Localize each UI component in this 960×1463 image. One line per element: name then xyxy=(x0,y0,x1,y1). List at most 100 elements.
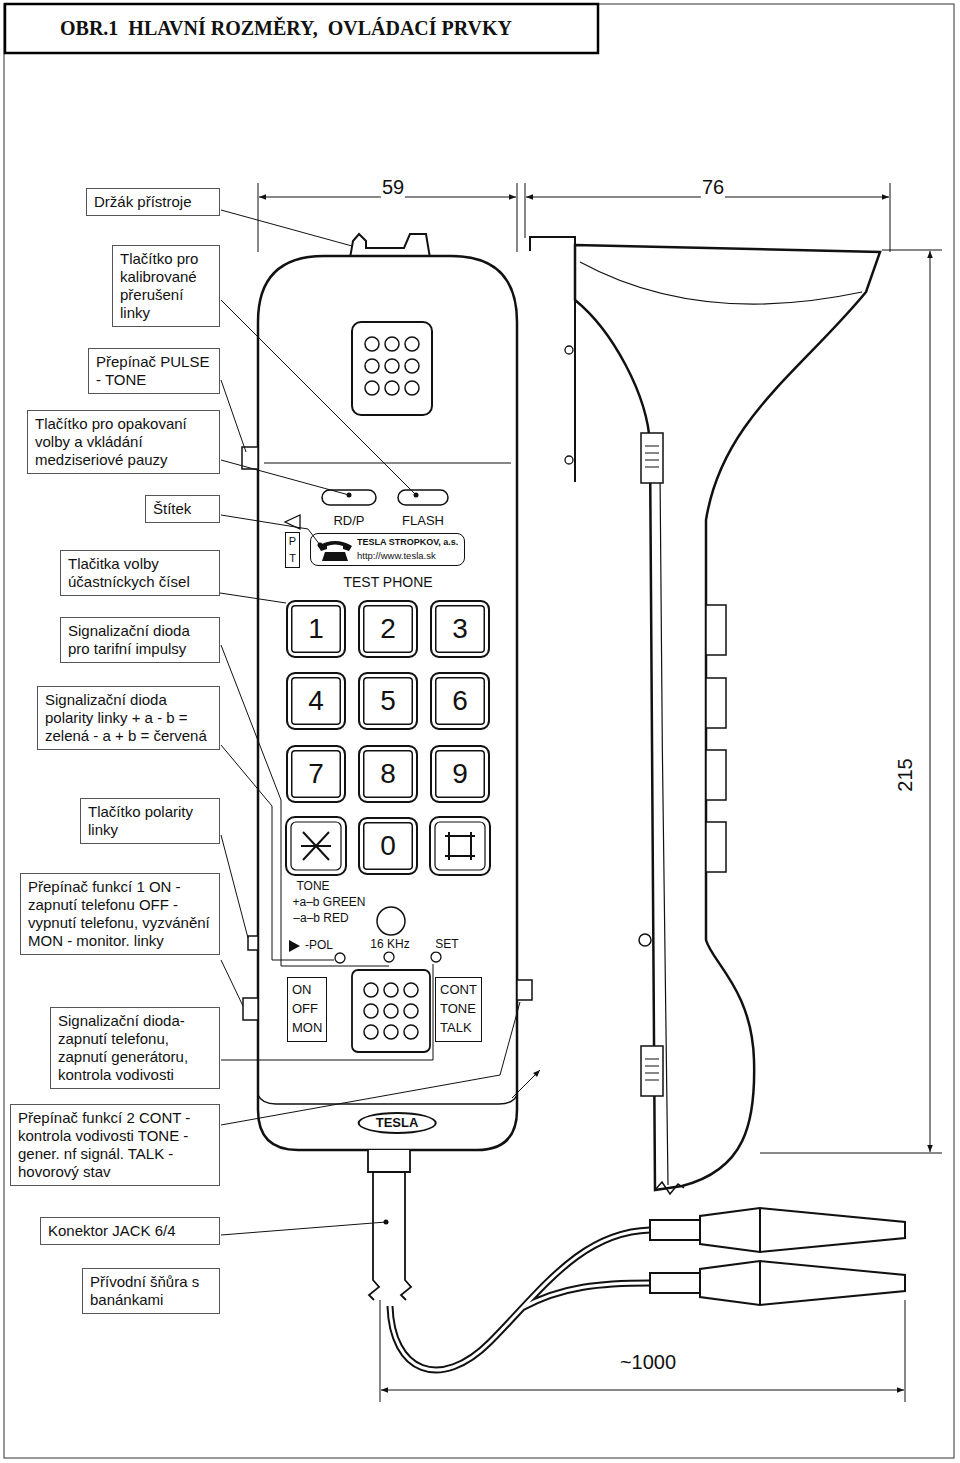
separator-line xyxy=(264,462,511,463)
keypad-key: 4 xyxy=(286,672,346,730)
break-mark xyxy=(655,1182,684,1194)
connectors xyxy=(220,593,286,603)
clip-bump xyxy=(565,346,573,354)
grille-hole xyxy=(364,1025,378,1039)
node-text: 1 xyxy=(308,613,324,645)
node-text: ON xyxy=(292,981,322,1000)
callout-box: Tlačítko polarity linky xyxy=(80,798,220,844)
dimension-value: 215 xyxy=(894,757,916,792)
slide-switch-marks xyxy=(645,446,659,467)
node-text: 6 xyxy=(452,685,468,717)
extension-line xyxy=(258,183,942,1402)
callout-box: Signalizační dioda polarity linky + a - … xyxy=(37,686,220,750)
slide-switch xyxy=(641,433,663,483)
panel-marking: FLASH xyxy=(401,514,445,528)
leader-dot xyxy=(414,493,419,498)
callout-box: Tlačítko pro opakovaní volby a vkládání … xyxy=(27,410,220,474)
node-text: TALK xyxy=(440,1019,477,1038)
grille-hole xyxy=(384,983,398,997)
callout-box: Signalizační dioda- zapnutí telefonu, za… xyxy=(50,1007,220,1089)
banana-plug xyxy=(650,1208,905,1252)
leader-connector xyxy=(220,593,286,603)
node-text: Přepínač PULSE - TONE xyxy=(96,353,212,389)
node-text: Tlačítko polarity linky xyxy=(88,803,212,839)
grille-hole xyxy=(364,983,378,997)
side-button xyxy=(639,934,651,946)
grille-hole xyxy=(365,337,379,351)
callout-box: Přívodní šňůra s banánkami xyxy=(82,1268,220,1314)
node-text: 9 xyxy=(452,758,468,790)
node-text: 5 xyxy=(380,685,396,717)
dimension-line xyxy=(381,1390,904,1391)
node-text: CONT xyxy=(440,981,477,1000)
small-led xyxy=(384,952,394,962)
leader-line xyxy=(221,835,248,938)
grille-hole xyxy=(404,1025,418,1039)
brand-badge: TESLA xyxy=(358,1112,437,1134)
node-text: http://www.tesla.sk xyxy=(357,550,458,562)
mic-grille xyxy=(352,970,430,1052)
panel-marking: -POL xyxy=(304,939,334,952)
leader-lines xyxy=(221,210,540,1235)
keypad-key: 6 xyxy=(430,672,490,730)
node-text: OFF xyxy=(292,1000,322,1019)
node-text: 4 xyxy=(308,685,324,717)
keypad-key: 3 xyxy=(430,600,490,658)
panel-marking: –a–b RED xyxy=(292,912,349,925)
small-led xyxy=(335,953,345,963)
grille-hole xyxy=(364,1004,378,1018)
holder-clip xyxy=(530,237,575,482)
grille-hole xyxy=(365,381,379,395)
hash-key xyxy=(435,822,485,870)
node-text: 7 xyxy=(308,758,324,790)
side-key xyxy=(706,678,726,728)
leader-line xyxy=(221,960,243,1006)
switch-panel: ONOFFMON xyxy=(287,977,327,1042)
node-text: Tlačitka volby účastníckych čísel xyxy=(68,555,212,591)
panel-marking: SET xyxy=(434,938,459,951)
figure-title: OBR.1 HLAVNÍ ROZMĚRY, OVLÁDACÍ PRVKY xyxy=(5,4,598,53)
node-text: TONE xyxy=(440,1000,477,1019)
cord xyxy=(390,1230,650,1370)
phone-icon xyxy=(318,541,352,561)
handset-contour xyxy=(580,262,862,1185)
callout-box: Přepínač PULSE - TONE xyxy=(88,348,220,394)
star-key xyxy=(286,817,346,875)
dimension-value: 59 xyxy=(381,176,405,198)
panel-marking: RD/P xyxy=(332,514,365,528)
node-text: P xyxy=(289,535,296,547)
flash-button xyxy=(398,490,448,505)
node-text: T xyxy=(289,552,296,564)
dimension-value: ~1000 xyxy=(619,1351,677,1373)
leader-line xyxy=(221,300,416,495)
base-line xyxy=(258,1095,517,1104)
slide-switch-marks xyxy=(645,1059,659,1080)
keypad-key: 5 xyxy=(358,672,418,730)
node-text: Signalizační dioda- zapnutí telefonu, za… xyxy=(58,1012,212,1084)
keypad-key: 7 xyxy=(286,745,346,803)
node-text: TESLA xyxy=(376,1115,419,1131)
cord xyxy=(390,1230,650,1370)
node-text: TESLA STROPKOV, a.s. xyxy=(357,537,458,548)
panel-marking: 16 KHz xyxy=(369,938,410,951)
node-text: Přívodní šňůra s banánkami xyxy=(90,1273,212,1309)
handset-side-outline xyxy=(575,245,880,1190)
leader-line xyxy=(221,460,349,495)
leader-dot xyxy=(384,1220,389,1225)
keypad-key: 1 xyxy=(286,600,346,658)
grille-hole xyxy=(385,359,399,373)
cord xyxy=(369,1172,411,1300)
node-text: MON xyxy=(292,1019,322,1038)
node-text: 2 xyxy=(380,613,396,645)
grille-hole xyxy=(404,983,418,997)
small-led xyxy=(431,952,441,962)
grille-hole xyxy=(405,381,419,395)
hash-symbol xyxy=(445,832,475,860)
leader-line xyxy=(221,210,352,246)
side-key xyxy=(706,750,726,800)
node-text: 0 xyxy=(380,830,396,862)
polarity-led xyxy=(377,907,405,935)
leader-line xyxy=(221,1222,386,1235)
keypad-key: 2 xyxy=(358,600,418,658)
